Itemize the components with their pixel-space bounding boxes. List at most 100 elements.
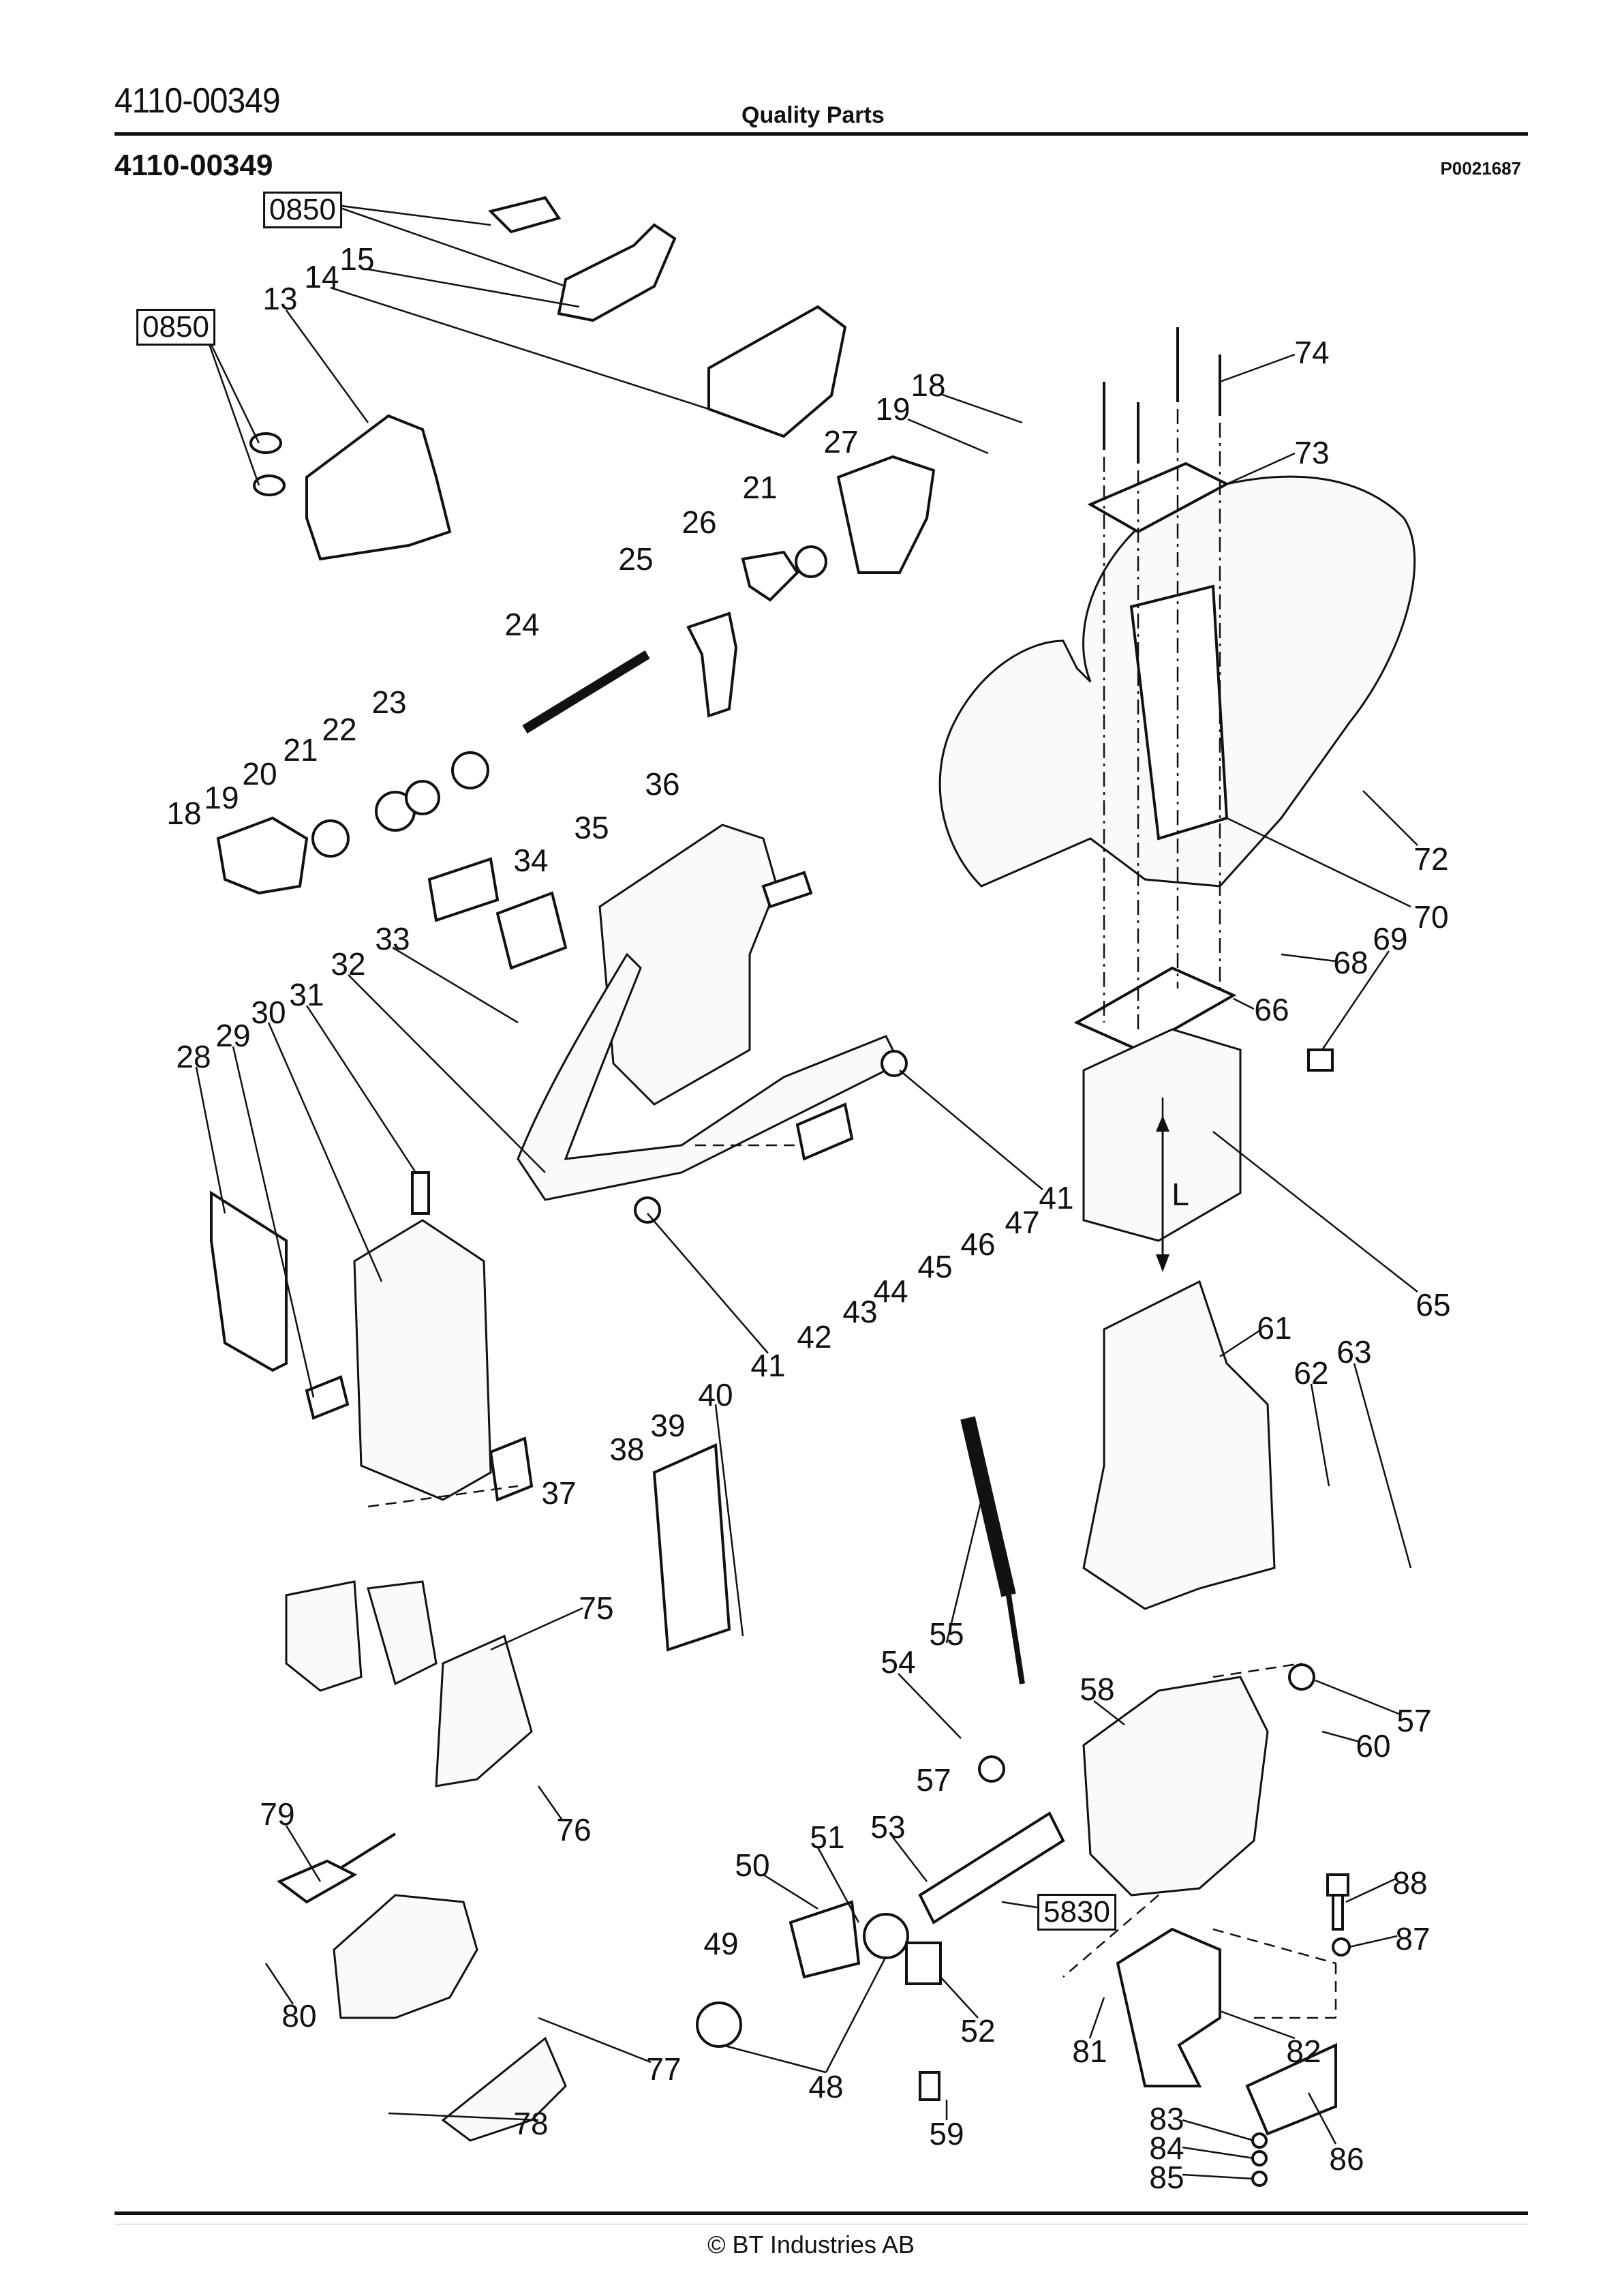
callout-25[interactable]: 25 [618, 541, 654, 577]
callout-86[interactable]: 86 [1329, 2141, 1364, 2177]
part-61-lower-column [1082, 1280, 1276, 1610]
callout-76[interactable]: 76 [556, 1812, 592, 1847]
callout-41[interactable]: 41 [1039, 1180, 1074, 1215]
callout-57[interactable]: 57 [1396, 1703, 1432, 1738]
header-divider [114, 132, 1528, 136]
callout-84[interactable]: 84 [1149, 2130, 1184, 2166]
callout-79[interactable]: 79 [260, 1796, 295, 1832]
callout-82[interactable]: 82 [1286, 2034, 1321, 2069]
part-21-bushing [795, 545, 827, 578]
callout-65[interactable]: 65 [1416, 1287, 1451, 1323]
callout-88[interactable]: 88 [1392, 1865, 1428, 1901]
callout-50[interactable]: 50 [735, 1847, 770, 1883]
callout-47[interactable]: 47 [1005, 1205, 1040, 1240]
callout-39[interactable]: 39 [650, 1408, 686, 1443]
callout-43[interactable]: 43 [842, 1294, 878, 1329]
callout-69[interactable]: 69 [1373, 921, 1408, 956]
callout-61[interactable]: 61 [1257, 1310, 1292, 1346]
callout-80[interactable]: 80 [281, 1998, 317, 2034]
callout-32[interactable]: 32 [331, 946, 366, 982]
part-22-23-gears [375, 751, 489, 832]
part-27-bracket [836, 455, 936, 574]
callout-45[interactable]: 45 [917, 1249, 953, 1284]
callout-28[interactable]: 28 [176, 1039, 211, 1074]
part-cover-top [488, 196, 847, 438]
callout-87[interactable]: 87 [1395, 1921, 1430, 1957]
part-41-knob [881, 1050, 908, 1077]
callout-21-left[interactable]: 21 [283, 732, 318, 768]
callout-40[interactable]: 40 [698, 1377, 733, 1413]
callout-18[interactable]: 18 [911, 367, 946, 403]
callout-19-left[interactable]: 19 [204, 780, 239, 815]
ref-box-0850-left[interactable]: 0850 [136, 309, 215, 346]
part-59-pin [919, 2071, 940, 2101]
callout-22[interactable]: 22 [322, 712, 357, 747]
callout-62[interactable]: 62 [1294, 1355, 1329, 1391]
footer-divider [114, 2211, 1528, 2215]
callout-41-lower[interactable]: 41 [750, 1348, 786, 1383]
callout-81[interactable]: 81 [1072, 2034, 1107, 2069]
callout-27[interactable]: 27 [823, 424, 859, 459]
callout-57-lower[interactable]: 57 [916, 1762, 951, 1798]
callout-66[interactable]: 66 [1254, 992, 1289, 1027]
callout-85[interactable]: 85 [1149, 2160, 1184, 2195]
callout-26[interactable]: 26 [682, 504, 717, 540]
part-32-center-frame [517, 824, 902, 1201]
part-28-pcb [210, 1190, 288, 1372]
callout-53[interactable]: 53 [870, 1809, 906, 1845]
callout-34[interactable]: 34 [513, 843, 549, 878]
callout-48[interactable]: 48 [808, 2069, 844, 2104]
callout-20[interactable]: 20 [242, 756, 277, 791]
callout-13[interactable]: 13 [262, 281, 298, 316]
callout-24[interactable]: 24 [504, 607, 540, 642]
callout-58[interactable]: 58 [1080, 1672, 1115, 1707]
callout-46[interactable]: 46 [960, 1226, 996, 1262]
callout-31[interactable]: 31 [289, 977, 324, 1012]
callout-60[interactable]: 60 [1356, 1728, 1391, 1764]
callout-59[interactable]: 59 [929, 2116, 964, 2151]
callout-68[interactable]: 68 [1333, 945, 1368, 980]
callout-38[interactable]: 38 [609, 1432, 645, 1467]
callout-78[interactable]: 78 [513, 2106, 549, 2141]
footer-copyright: © BT Industries AB [707, 2231, 915, 2259]
callout-54[interactable]: 54 [881, 1644, 916, 1680]
part-26-cam [741, 550, 799, 602]
callout-44[interactable]: 44 [873, 1273, 908, 1309]
callout-74[interactable]: 74 [1294, 335, 1330, 370]
callout-70[interactable]: 70 [1413, 899, 1449, 935]
ref-box-0850-top[interactable]: 0850 [263, 192, 342, 228]
callout-51[interactable]: 51 [810, 1819, 845, 1855]
callout-15[interactable]: 15 [339, 241, 375, 277]
part-left-housing [249, 414, 452, 561]
callout-52[interactable]: 52 [960, 2013, 996, 2049]
callout-33[interactable]: 33 [375, 921, 410, 956]
callout-49[interactable]: 49 [703, 1926, 739, 1961]
callout-75[interactable]: 75 [579, 1590, 614, 1626]
callout-36[interactable]: 36 [645, 766, 680, 802]
assembly-guide-lines [367, 409, 1337, 2019]
section-code: 4110-00349 [114, 149, 273, 182]
part-48-52-bearings [696, 1900, 942, 2048]
callout-55[interactable]: 55 [929, 1616, 964, 1652]
part-57-bushing-lower [978, 1755, 1005, 1783]
callout-21[interactable]: 21 [742, 470, 778, 505]
callout-73[interactable]: 73 [1294, 435, 1330, 470]
callout-14[interactable]: 14 [304, 259, 339, 294]
callout-72[interactable]: 72 [1413, 841, 1449, 877]
callout-18-left[interactable]: 18 [166, 796, 202, 831]
callout-19[interactable]: 19 [875, 391, 911, 427]
callout-83[interactable]: 83 [1149, 2101, 1184, 2136]
callout-29[interactable]: 29 [215, 1018, 251, 1053]
ref-box-5830[interactable]: 5830 [1037, 1894, 1116, 1931]
callout-35[interactable]: 35 [574, 810, 609, 845]
part-86-clamp [1245, 2042, 1337, 2136]
callout-37[interactable]: 37 [541, 1475, 577, 1511]
callout-23[interactable]: 23 [371, 684, 407, 720]
part-55-gas-spring [960, 1416, 1025, 1685]
callout-77[interactable]: 77 [646, 2051, 682, 2087]
callout-30[interactable]: 30 [251, 995, 286, 1030]
callout-63[interactable]: 63 [1336, 1334, 1372, 1370]
part-31-spring [411, 1171, 430, 1215]
callout-42[interactable]: 42 [797, 1319, 832, 1355]
